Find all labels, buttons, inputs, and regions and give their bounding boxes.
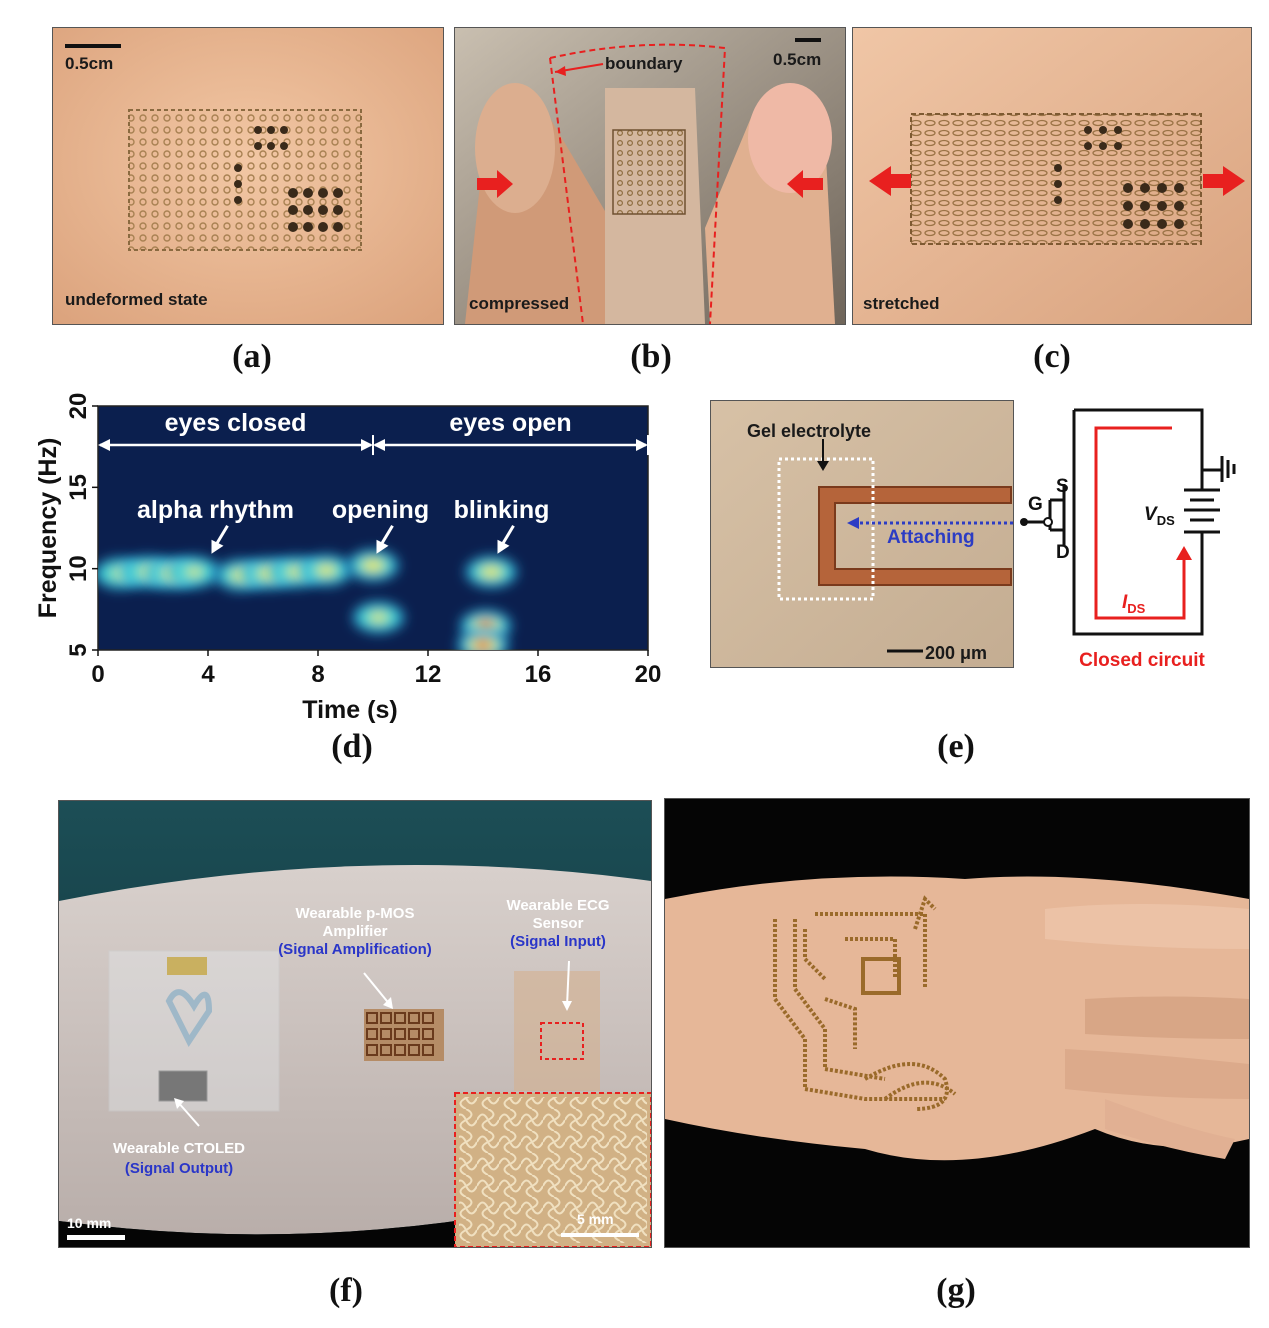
photo-panel-f: Wearable p-MOS Amplifier (Signal Amplifi… (58, 800, 652, 1248)
region-arrowhead (98, 439, 110, 452)
photo-hand-circuit (665, 799, 1249, 1247)
region-label: eyes closed (165, 409, 307, 437)
scale-bar (795, 38, 821, 42)
y-tick-label: 5 (65, 643, 92, 656)
state-label: undeformed state (65, 290, 208, 309)
amplifier-label: Wearable p-MOS Amplifier (Signal Amplifi… (255, 905, 455, 959)
y-tick-label: 20 (65, 393, 92, 420)
inset-scale-bar (561, 1233, 639, 1237)
annotation-arrowhead (497, 539, 510, 554)
vds-label: VDS (1144, 504, 1175, 528)
x-tick-label: 0 (91, 661, 104, 688)
scale-label: 200 μm (925, 643, 988, 663)
heatmap-hotspot (465, 555, 518, 588)
x-axis-label: Time (s) (302, 696, 397, 724)
caption-d: (d) (331, 728, 373, 765)
attaching-label: Attaching (887, 527, 975, 548)
inset-scale-label: 5 mm (577, 1211, 614, 1227)
photo-panel-e: Gel electrolyte Attaching 200 μm (710, 400, 1014, 668)
annotation-arrow (214, 525, 229, 547)
amplifier-line1: Wearable p-MOS (295, 905, 415, 922)
drain-label: D (1056, 542, 1070, 563)
region-arrowhead (636, 439, 648, 452)
scale-label: 0.5cm (65, 54, 114, 73)
y-tick-label: 10 (65, 555, 92, 582)
caption-b: (b) (630, 338, 672, 375)
annotation-arrowhead (376, 539, 389, 554)
heatmap-hotspot (347, 549, 399, 582)
state-label: stretched (863, 294, 940, 313)
boundary-label: boundary (605, 54, 683, 73)
photo-panel-c: stretched (852, 27, 1252, 325)
photo-stretched (853, 28, 1251, 324)
photo-wearable-devices (59, 801, 651, 1247)
photo-panel-g (664, 798, 1250, 1248)
ids-label: IDS (1122, 592, 1146, 616)
vds-main: V (1144, 504, 1158, 525)
photo-gel-electrolyte (711, 401, 1013, 667)
ctoled-line1: Wearable CTOLED (113, 1140, 245, 1157)
x-tick-label: 8 (311, 661, 324, 688)
x-tick-label: 4 (201, 661, 215, 688)
caption-f: (f) (329, 1272, 363, 1309)
annotation-label: alpha rhythm (137, 496, 294, 524)
photo-panel-a: 0.5cm undeformed state (52, 27, 444, 325)
annotation-label: opening (332, 496, 429, 524)
ids-sub: DS (1127, 601, 1145, 616)
state-label: compressed (469, 294, 570, 313)
annotation-label: blinking (454, 496, 550, 524)
amplifier-role: (Signal Amplification) (278, 941, 432, 958)
scale-label: 0.5cm (773, 50, 822, 69)
region-arrowhead (373, 439, 385, 452)
region-arrowhead (361, 439, 373, 452)
photo-undeformed (53, 28, 443, 324)
annotation-arrow (500, 525, 515, 547)
photo-panel-b: boundary 0.5cm compressed (454, 27, 846, 325)
ctoled-role: (Signal Output) (124, 1160, 234, 1177)
ids-main: I (1122, 592, 1128, 613)
scale-bar (67, 1235, 125, 1240)
ecg-line2: Sensor (532, 915, 584, 932)
gate-label: G (1028, 494, 1043, 515)
x-tick-label: 16 (525, 661, 552, 688)
vds-sub: DS (1157, 513, 1175, 528)
annotation-arrowhead (211, 539, 224, 554)
caption-c: (c) (1033, 338, 1071, 375)
x-tick-label: 20 (635, 661, 662, 688)
ecg-sensor-label: Wearable ECG Sensor (Signal Input) (483, 897, 633, 951)
caption-a: (a) (232, 338, 272, 375)
ctoled-label: Wearable CTOLED (Signal Output) (79, 1139, 279, 1179)
annotation-arrow (379, 525, 394, 547)
heatmap-hotspot (168, 555, 221, 588)
caption-e: (e) (937, 728, 975, 765)
caption-g: (g) (936, 1272, 976, 1309)
y-axis-label: Frequency (Hz) (34, 438, 62, 619)
transistor-circuit-diagram: G S D VDS IDS Closed circuit (1020, 408, 1236, 671)
scale-label: 10 mm (67, 1215, 112, 1231)
ecg-line1: Wearable ECG (506, 897, 610, 914)
closed-circuit-label: Closed circuit (1079, 650, 1205, 671)
ecg-role: (Signal Input) (510, 933, 606, 950)
y-tick-label: 15 (65, 474, 92, 501)
heatmap-hotspot (300, 554, 353, 587)
spectrogram-chart: eyes closed eyes open alpha rhythm opening… (34, 393, 662, 724)
source-label: S (1056, 476, 1069, 497)
scale-bar (65, 44, 121, 48)
photo-compressed (455, 28, 845, 324)
x-tick-label: 12 (415, 661, 442, 688)
heatmap-hotspot (352, 601, 405, 634)
gel-electrolyte-label: Gel electrolyte (747, 421, 872, 441)
amplifier-line2: Amplifier (322, 923, 388, 940)
region-label: eyes open (449, 409, 571, 437)
heatmap-hotspot (457, 629, 509, 650)
